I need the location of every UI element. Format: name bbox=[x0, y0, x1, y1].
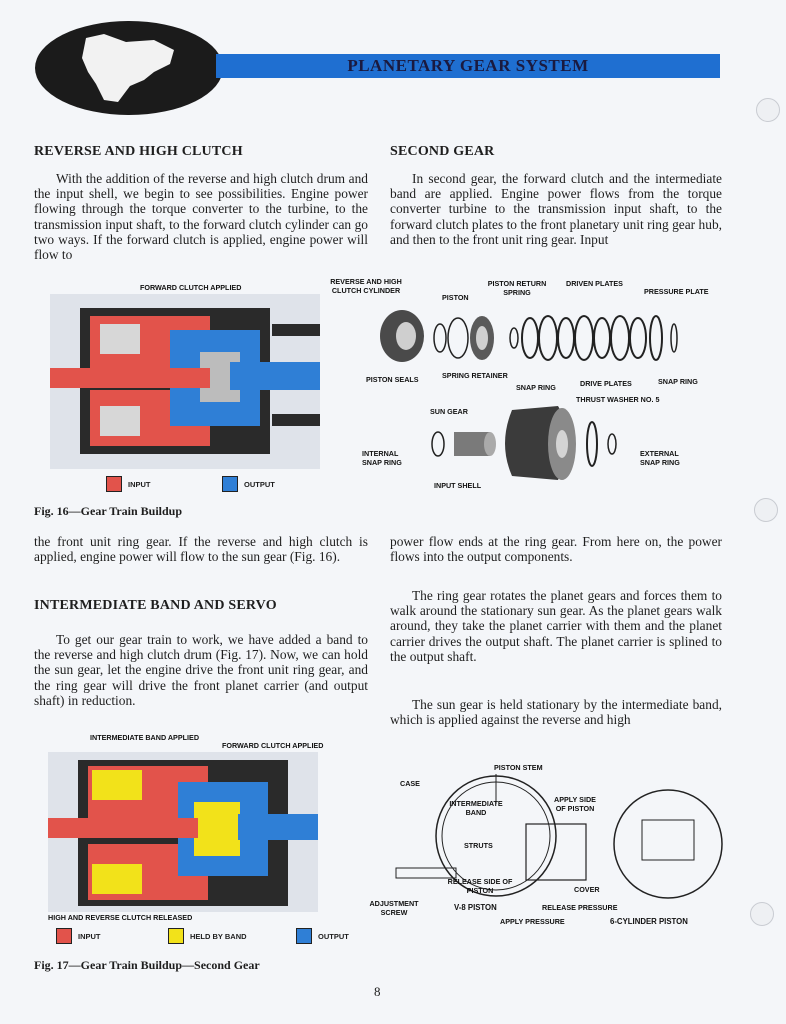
paragraph: the front unit ring gear. If the reverse… bbox=[34, 534, 368, 565]
label: INPUT SHELL bbox=[434, 481, 482, 490]
legend-label: OUTPUT bbox=[244, 479, 275, 489]
label: 6-CYLINDER PISTON bbox=[610, 917, 688, 926]
label: RELEASE SIDE OF PISTON bbox=[447, 877, 513, 895]
label: STRUTS bbox=[464, 841, 493, 850]
label: INTERMEDIATE BAND bbox=[449, 799, 503, 817]
section-heading: REVERSE AND HIGH CLUTCH bbox=[34, 144, 243, 159]
servo-diagram: PISTON STEM CASE APPLY SIDE OF PISTON IN… bbox=[366, 760, 726, 940]
label: COVER bbox=[574, 885, 600, 894]
paragraph: power flow ends at the ring gear. From h… bbox=[390, 534, 722, 565]
legend-label: INPUT bbox=[78, 931, 101, 941]
exploded-view: REVERSE AND HIGH CLUTCH CYLINDER PISTON … bbox=[318, 276, 728, 496]
header-bar: PLANETARY GEAR SYSTEM bbox=[216, 54, 720, 78]
label: DRIVEN PLATES bbox=[566, 279, 623, 288]
legend-swatch-output bbox=[296, 928, 312, 944]
label: PISTON RETURN SPRING bbox=[487, 279, 547, 297]
label: EXTERNAL SNAP RING bbox=[640, 449, 680, 467]
label: PISTON STEM bbox=[494, 763, 543, 772]
binder-hole bbox=[754, 498, 778, 522]
legend-swatch-input bbox=[56, 928, 72, 944]
paragraph: To get our gear train to work, we have a… bbox=[34, 632, 368, 708]
paragraph: In second gear, the forward clutch and t… bbox=[390, 171, 722, 247]
label: PISTON SEALS bbox=[366, 375, 419, 384]
figure-17: INTERMEDIATE BAND APPLIED FORWARD CLUTCH… bbox=[34, 730, 354, 950]
label: SNAP RING bbox=[516, 383, 556, 392]
paragraph: The ring gear rotates the planet gears a… bbox=[390, 588, 722, 664]
section-heading: SECOND GEAR bbox=[390, 144, 495, 159]
legend-input: INPUT bbox=[106, 476, 151, 492]
label-forward-clutch: FORWARD CLUTCH APPLIED bbox=[140, 283, 242, 292]
label: HIGH AND REVERSE CLUTCH RELEASED bbox=[48, 913, 193, 922]
paragraph: With the addition of the reverse and hig… bbox=[34, 171, 368, 263]
label: RELEASE PRESSURE bbox=[542, 903, 618, 912]
figure-16: FORWARD CLUTCH APPLIED INPUT OUTPUT bbox=[34, 282, 324, 502]
legend-label: OUTPUT bbox=[318, 931, 349, 941]
header-logo bbox=[34, 20, 224, 116]
legend-input: INPUT bbox=[56, 928, 101, 944]
label: INTERMEDIATE BAND APPLIED bbox=[90, 733, 200, 742]
input-shell-parts bbox=[431, 406, 617, 480]
binder-hole bbox=[756, 98, 780, 122]
figure-caption: Fig. 16—Gear Train Buildup bbox=[34, 504, 183, 518]
paragraph: The sun gear is held stationary by the i… bbox=[390, 697, 722, 728]
label: SNAP RING bbox=[658, 377, 698, 386]
legend-held: HELD BY BAND bbox=[168, 928, 247, 944]
label: THRUST WASHER NO. 5 bbox=[576, 395, 660, 404]
page-number: 8 bbox=[374, 984, 381, 999]
legend-swatch-output bbox=[222, 476, 238, 492]
label: PRESSURE PLATE bbox=[644, 287, 709, 296]
label: SPRING RETAINER bbox=[442, 371, 508, 380]
gear-train-diagram bbox=[50, 294, 320, 469]
servo-drawing bbox=[395, 774, 723, 899]
section-heading: INTERMEDIATE BAND AND SERVO bbox=[34, 598, 277, 613]
label: APPLY SIDE OF PISTON bbox=[554, 795, 596, 813]
legend-output: OUTPUT bbox=[296, 928, 349, 944]
label: INTERNAL SNAP RING bbox=[362, 449, 402, 467]
label: SUN GEAR bbox=[430, 407, 468, 416]
label: APPLY PRESSURE bbox=[500, 917, 565, 926]
label: V-8 PISTON bbox=[454, 903, 497, 912]
legend-label: HELD BY BAND bbox=[190, 931, 247, 941]
legend-label: INPUT bbox=[128, 479, 151, 489]
second-gear-diagram bbox=[48, 752, 318, 912]
label: CASE bbox=[400, 779, 420, 788]
label: DRIVE PLATES bbox=[580, 379, 632, 388]
legend-swatch-input bbox=[106, 476, 122, 492]
label: REVERSE AND HIGH CLUTCH CYLINDER bbox=[330, 277, 402, 295]
label: ADJUSTMENT SCREW bbox=[369, 899, 419, 917]
exploded-parts bbox=[380, 310, 678, 362]
label: FORWARD CLUTCH APPLIED bbox=[222, 741, 324, 750]
legend-swatch-held bbox=[168, 928, 184, 944]
legend-output: OUTPUT bbox=[222, 476, 275, 492]
binder-hole bbox=[750, 902, 774, 926]
label: PISTON bbox=[442, 293, 469, 302]
figure-caption: Fig. 17—Gear Train Buildup—Second Gear bbox=[34, 958, 260, 972]
page-title: PLANETARY GEAR SYSTEM bbox=[347, 56, 589, 75]
